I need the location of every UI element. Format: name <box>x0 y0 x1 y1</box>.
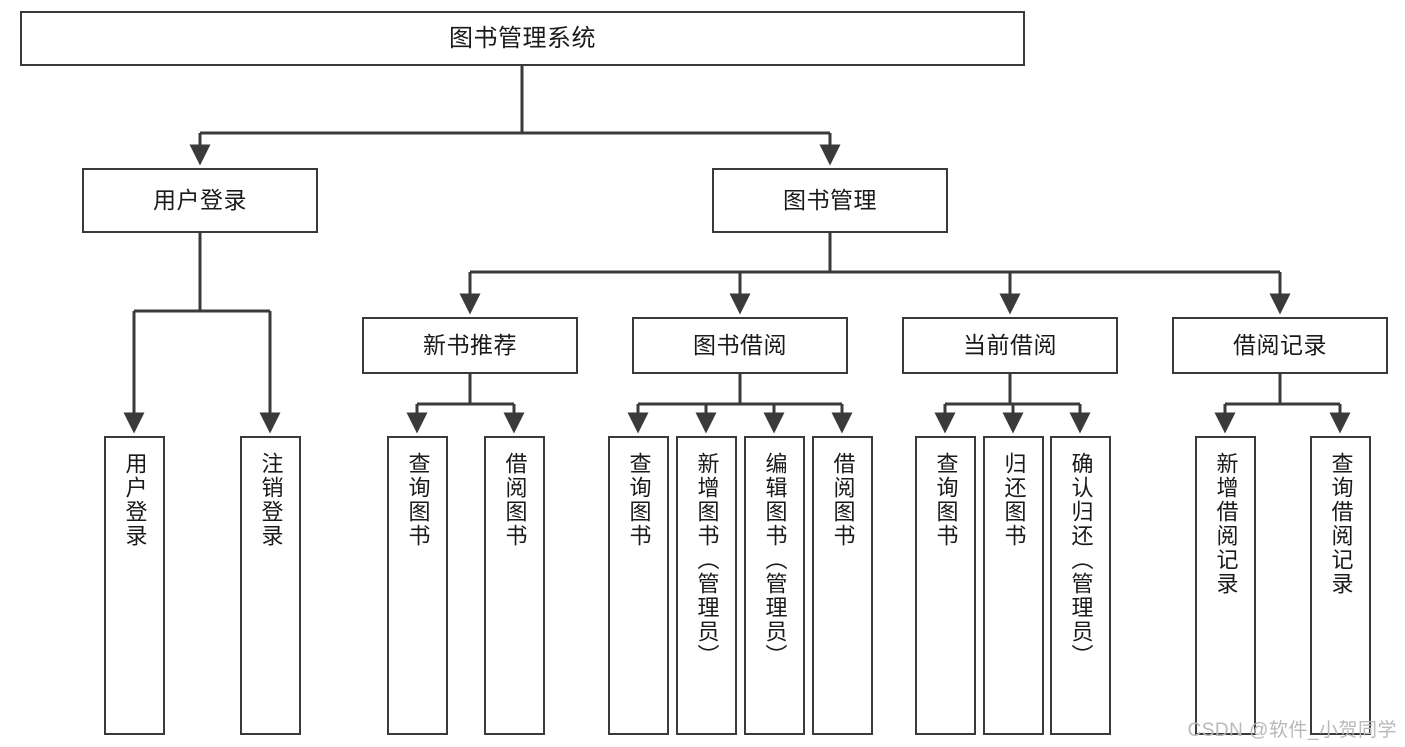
node-leaf-borrow-book-recommend[interactable]: 借阅图书 <box>484 436 545 735</box>
node-label: 借阅图书 <box>830 452 856 548</box>
node-leaf-confirm-return[interactable]: 确认归还（管理员） <box>1050 436 1111 735</box>
node-leaf-query-book-recommend[interactable]: 查询图书 <box>387 436 448 735</box>
node-label: 查询图书 <box>626 452 652 548</box>
node-label: 当前借阅 <box>963 332 1057 359</box>
node-label: 用户登录 <box>122 452 148 548</box>
node-label: 查询借阅记录 <box>1328 452 1354 596</box>
node-leaf-add-book[interactable]: 新增图书（管理员） <box>676 436 737 735</box>
node-label: 新增借阅记录 <box>1213 452 1239 596</box>
node-user-login[interactable]: 用户登录 <box>82 168 318 233</box>
node-label: 编辑图书（管理员） <box>762 452 788 668</box>
node-borrow-record[interactable]: 借阅记录 <box>1172 317 1388 374</box>
watermark: CSDN @软件_小贺同学 <box>1187 720 1397 741</box>
node-leaf-edit-book[interactable]: 编辑图书（管理员） <box>744 436 805 735</box>
node-label: 注销登录 <box>258 452 284 548</box>
node-label: 用户登录 <box>153 187 247 214</box>
node-label: 查询图书 <box>933 452 959 548</box>
node-new-book-recommend[interactable]: 新书推荐 <box>362 317 578 374</box>
node-leaf-query-book-current[interactable]: 查询图书 <box>915 436 976 735</box>
node-leaf-add-record[interactable]: 新增借阅记录 <box>1195 436 1256 735</box>
node-leaf-query-book-borrow[interactable]: 查询图书 <box>608 436 669 735</box>
node-book-manage[interactable]: 图书管理 <box>712 168 948 233</box>
node-label: 借阅图书 <box>502 452 528 548</box>
node-label: 图书借阅 <box>693 332 787 359</box>
node-label: 借阅记录 <box>1233 332 1327 359</box>
node-leaf-borrow-book[interactable]: 借阅图书 <box>812 436 873 735</box>
node-leaf-query-record[interactable]: 查询借阅记录 <box>1310 436 1371 735</box>
node-label: 新书推荐 <box>423 332 517 359</box>
node-label: 图书管理 <box>783 187 877 214</box>
node-book-borrow[interactable]: 图书借阅 <box>632 317 848 374</box>
node-root-system[interactable]: 图书管理系统 <box>20 11 1025 66</box>
node-label: 新增图书（管理员） <box>694 452 720 668</box>
node-leaf-user-login[interactable]: 用户登录 <box>104 436 165 735</box>
node-label: 归还图书 <box>1001 452 1027 548</box>
node-label: 图书管理系统 <box>449 24 596 52</box>
node-leaf-return-book[interactable]: 归还图书 <box>983 436 1044 735</box>
node-current-borrow[interactable]: 当前借阅 <box>902 317 1118 374</box>
node-label: 查询图书 <box>405 452 431 548</box>
node-label: 确认归还（管理员） <box>1068 452 1094 668</box>
node-leaf-logout[interactable]: 注销登录 <box>240 436 301 735</box>
